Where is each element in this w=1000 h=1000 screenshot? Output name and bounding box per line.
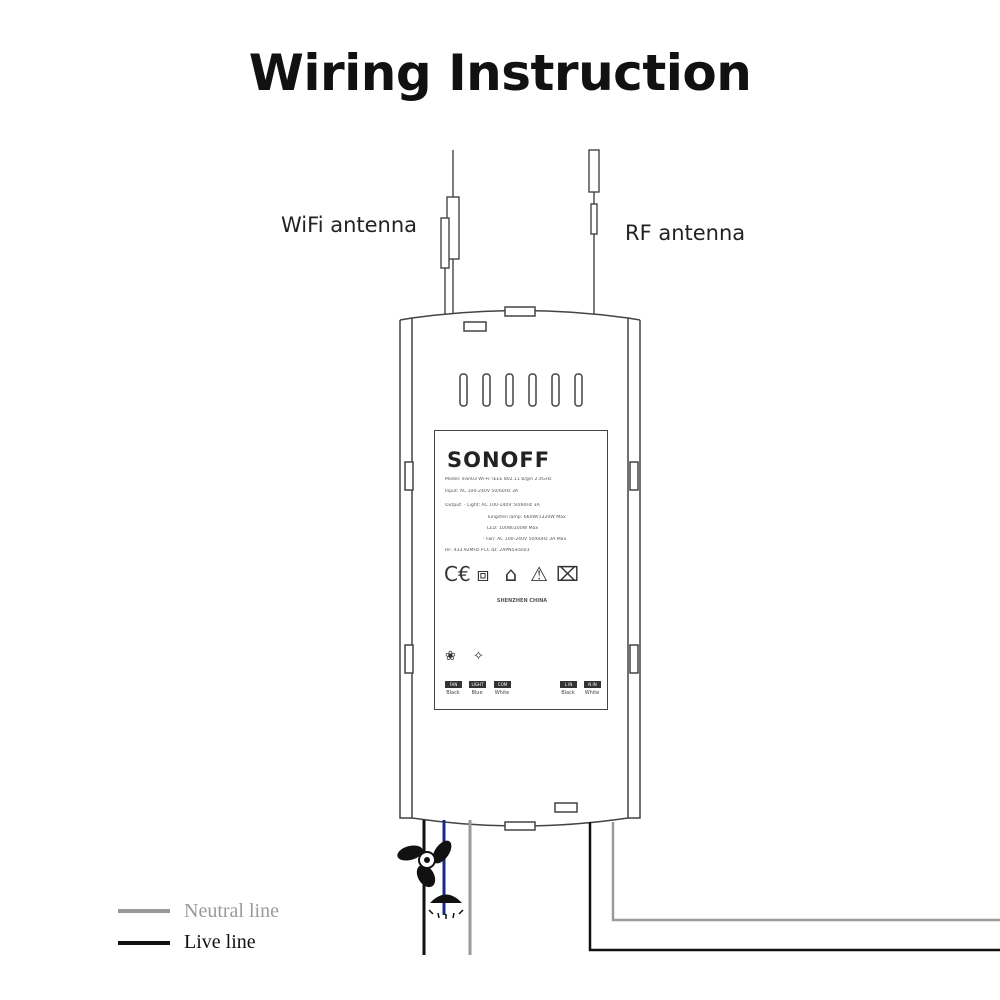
- legend-neutral-label: Neutral line: [184, 900, 279, 922]
- indoor-use-icon: ⌂: [504, 562, 518, 586]
- double-insulation-icon: ⧈: [476, 562, 490, 586]
- spec-line: Tungsten lamp: 660W/1320W Max: [487, 515, 566, 520]
- made-in-text: SHENZHEN CHINA: [496, 598, 548, 604]
- wifi-antenna-label: WiFi antenna: [281, 213, 418, 237]
- wifi-antenna: [440, 150, 460, 318]
- bulb-terminal-icon: ✧: [473, 649, 484, 664]
- terminal-color-l-in: Black: [561, 690, 575, 696]
- input-wires: [588, 822, 1000, 952]
- spec-line: - Fan: AC 100-240V 50/60Hz 3A Max: [483, 537, 567, 542]
- brand-logo: SONOFF: [447, 448, 551, 472]
- certification-marks: C€ ⧈ ⌂ ⚠ ⌧: [444, 562, 580, 586]
- terminal-color-n-in: White: [584, 690, 600, 696]
- ce-mark-icon: C€: [444, 562, 471, 586]
- fan-terminal-icon: ❀: [445, 649, 456, 664]
- spec-line: Output: - Light: AC 100-240V 50/60Hz 3A: [445, 503, 540, 508]
- warning-icon: ⚠: [530, 562, 548, 586]
- spec-line: LED: 100W/200W Max: [487, 526, 539, 531]
- rf-antenna: [588, 149, 600, 318]
- terminal-tag-light: LIGHT: [469, 681, 486, 688]
- device-label: SONOFF Model: iFan03 Wi-Fi: IEEE 802.11 …: [434, 430, 608, 710]
- output-wires: [422, 820, 472, 955]
- terminal-tag-fan: FAN: [445, 681, 462, 688]
- terminal-color-com: White: [494, 690, 510, 696]
- rf-antenna-label: RF antenna: [625, 221, 746, 245]
- terminal-tag-com: COM: [494, 681, 511, 688]
- fan-icon: [397, 840, 452, 888]
- legend-live-label: Live line: [184, 931, 256, 953]
- page-title: Wiring Instruction: [248, 44, 752, 102]
- spec-line: RF: 433.92MHz FCC ID: 2APN5iFan03: [445, 548, 530, 553]
- light-icon: [428, 887, 464, 919]
- terminal-tag-l-in: L IN: [560, 681, 577, 688]
- weee-bin-icon: ⌧: [556, 562, 580, 586]
- spec-line: Input: AC 100-240V 50/60Hz 3A: [445, 489, 519, 494]
- spec-line: Model: iFan03 Wi-Fi: IEEE 802.11 b/g/n 2…: [445, 477, 552, 482]
- terminal-tag-n-in: N IN: [584, 681, 601, 688]
- terminal-color-fan: Black: [446, 690, 460, 696]
- terminal-color-light: Blue: [471, 690, 483, 696]
